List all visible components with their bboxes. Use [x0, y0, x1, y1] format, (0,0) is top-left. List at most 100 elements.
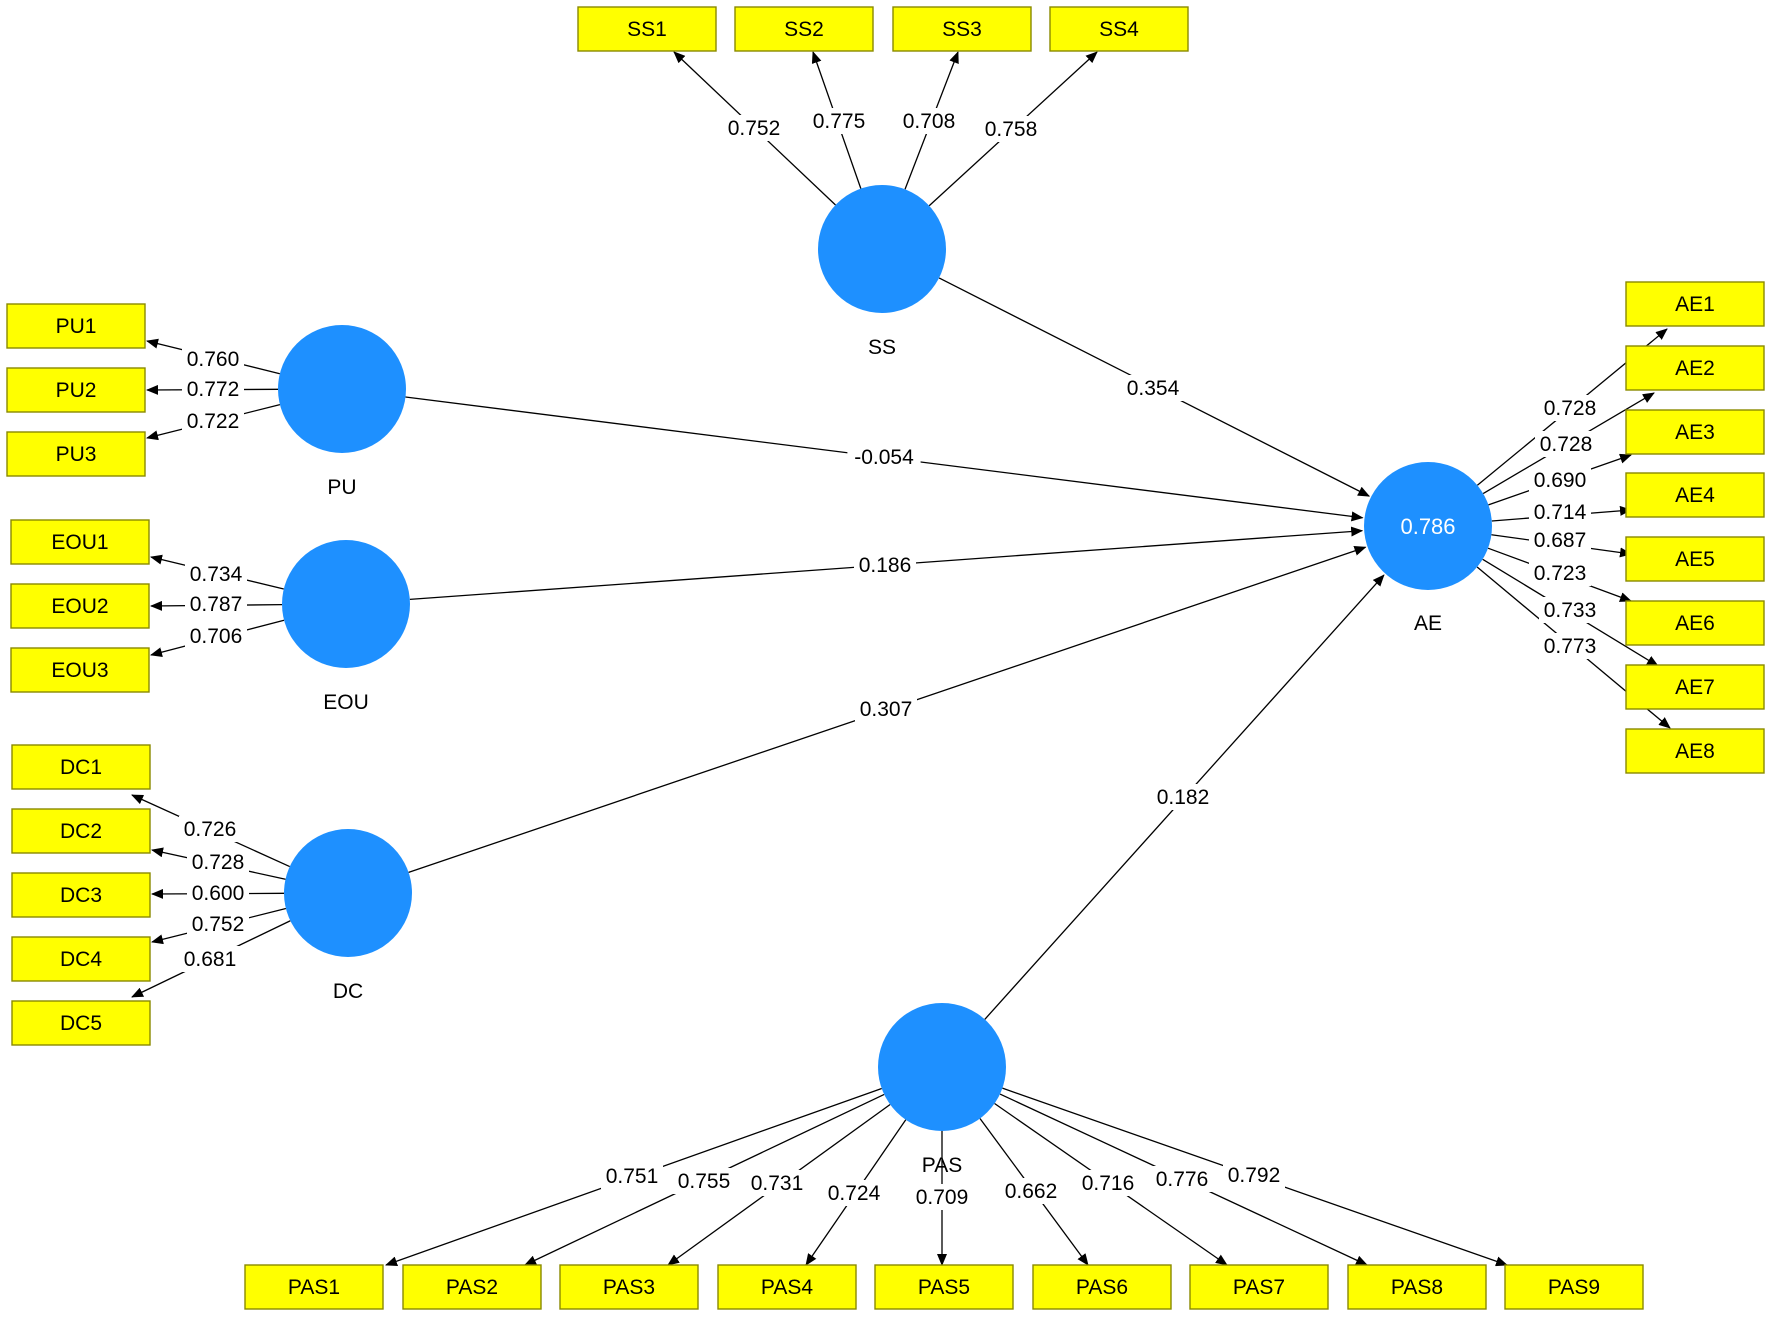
construct-label: DC: [333, 980, 363, 1003]
indicator-dc3[interactable]: DC3: [11, 872, 151, 918]
loading-label-ae4-text: 0.714: [1534, 501, 1587, 524]
indicator-pas4[interactable]: PAS4: [717, 1264, 857, 1310]
indicator-eou3[interactable]: EOU3: [10, 647, 150, 693]
loading-label-ae1-text: 0.728: [1544, 397, 1597, 420]
loading-label-ae1-bg: [1539, 395, 1601, 421]
loading-label-ae5: 0.687: [1529, 527, 1591, 553]
loading-label-ss3: 0.708: [898, 108, 960, 134]
indicator-label: AE4: [1675, 484, 1715, 507]
construct-dc[interactable]: DC: [284, 829, 412, 1003]
loading-label-dc4-text: 0.752: [192, 913, 245, 936]
indicator-pu1[interactable]: PU1: [6, 303, 146, 349]
indicator-pu3[interactable]: PU3: [6, 431, 146, 477]
indicator-ae6[interactable]: AE6: [1625, 600, 1765, 646]
loading-label-dc5: 0.681: [179, 946, 241, 972]
loading-label-dc5-bg: [179, 946, 241, 972]
indicator-label: PAS2: [446, 1276, 498, 1299]
loading-label-pas6: 0.662: [1000, 1178, 1062, 1204]
indicator-ae1[interactable]: AE1: [1625, 281, 1765, 327]
indicator-label: AE3: [1675, 421, 1715, 444]
path-label-pas-ae-text: 0.182: [1157, 786, 1210, 809]
indicator-box: [402, 1264, 542, 1310]
indicator-label: AE6: [1675, 612, 1715, 635]
loading-label-dc2-text: 0.728: [192, 851, 245, 874]
indicator-ae7[interactable]: AE7: [1625, 664, 1765, 710]
indicator-ss2[interactable]: SS2: [734, 6, 874, 52]
indicator-ae4[interactable]: AE4: [1625, 472, 1765, 518]
indicator-label: PAS4: [761, 1276, 813, 1299]
loading-label-ae7-bg: [1539, 597, 1601, 623]
loading-label-ss3-bg: [898, 108, 960, 134]
loading-label-eou2: 0.787: [185, 591, 247, 617]
loading-label-dc1-text: 0.726: [184, 818, 237, 841]
construct-circle: [818, 185, 946, 313]
indicator-dc5[interactable]: DC5: [11, 1000, 151, 1046]
indicator-box: [11, 872, 151, 918]
indicator-dc2[interactable]: DC2: [11, 808, 151, 854]
construct-label: EOU: [323, 691, 369, 714]
path-label-pas-ae-bg: [1152, 784, 1214, 810]
construct-pu[interactable]: PU: [278, 325, 406, 499]
loading-label-ae2: 0.728: [1535, 431, 1597, 457]
indicator-ss1[interactable]: SS1: [577, 6, 717, 52]
loading-label-pas7-bg: [1077, 1170, 1139, 1196]
indicator-box: [577, 6, 717, 52]
indicator-pas3[interactable]: PAS3: [559, 1264, 699, 1310]
loading-label-dc2-bg: [187, 849, 249, 875]
indicator-pu2[interactable]: PU2: [6, 367, 146, 413]
loading-label-eou3: 0.706: [185, 623, 247, 649]
indicator-pas9[interactable]: PAS9: [1504, 1264, 1644, 1310]
indicator-pas1[interactable]: PAS1: [244, 1264, 384, 1310]
indicator-pas5[interactable]: PAS5: [874, 1264, 1014, 1310]
loading-label-pas9-bg: [1223, 1162, 1285, 1188]
indicator-box: [1625, 664, 1765, 710]
indicator-ss3[interactable]: SS3: [892, 6, 1032, 52]
path-label-eou-ae-text: 0.186: [859, 554, 912, 577]
loading-label-eou2-bg: [185, 591, 247, 617]
loading-label-pas8: 0.776: [1151, 1166, 1213, 1192]
indicator-label: PAS5: [918, 1276, 970, 1299]
indicator-box: [717, 1264, 857, 1310]
loading-label-ss2-text: 0.775: [813, 110, 866, 133]
loading-label-dc3-bg: [187, 880, 249, 906]
construct-label: SS: [868, 336, 896, 359]
path-label-eou-ae-bg: [854, 552, 916, 578]
indicator-label: PAS3: [603, 1276, 655, 1299]
loading-label-dc1-bg: [179, 816, 241, 842]
loading-label-ae6-text: 0.723: [1534, 562, 1587, 585]
loading-label-ss1: 0.752: [723, 115, 785, 141]
indicator-ae2[interactable]: AE2: [1625, 345, 1765, 391]
loading-label-pas2-bg: [673, 1168, 735, 1194]
loading-label-pu1-bg: [182, 346, 244, 372]
construct-ss[interactable]: SS: [818, 185, 946, 359]
indicator-ae3[interactable]: AE3: [1625, 409, 1765, 455]
indicator-eou2[interactable]: EOU2: [10, 583, 150, 629]
indicator-pas6[interactable]: PAS6: [1032, 1264, 1172, 1310]
indicator-ss4[interactable]: SS4: [1049, 6, 1189, 52]
indicator-label: SS2: [784, 18, 824, 41]
loading-label-dc3-text: 0.600: [192, 882, 245, 905]
construct-eou[interactable]: EOU: [282, 540, 410, 714]
indicator-label: PU2: [56, 379, 97, 402]
construct-pas[interactable]: PAS: [878, 1003, 1006, 1177]
construct-circle: [1364, 462, 1492, 590]
indicator-ae5[interactable]: AE5: [1625, 536, 1765, 582]
loading-label-pu3-text: 0.722: [187, 410, 240, 433]
indicator-dc1[interactable]: DC1: [11, 744, 151, 790]
path-label-dc-ae-text: 0.307: [860, 698, 913, 721]
indicator-pas8[interactable]: PAS8: [1347, 1264, 1487, 1310]
loading-label-ae4: 0.714: [1529, 499, 1591, 525]
indicator-pas2[interactable]: PAS2: [402, 1264, 542, 1310]
indicator-ae8[interactable]: AE8: [1625, 728, 1765, 774]
indicator-label: EOU1: [51, 531, 108, 554]
loading-label-pas3: 0.731: [746, 1170, 808, 1196]
indicator-pas7[interactable]: PAS7: [1189, 1264, 1329, 1310]
indicator-label: DC1: [60, 756, 102, 779]
indicator-label: AE7: [1675, 676, 1715, 699]
indicator-eou1[interactable]: EOU1: [10, 519, 150, 565]
indicator-box: [6, 367, 146, 413]
indicator-dc4[interactable]: DC4: [11, 936, 151, 982]
indicator-label: AE5: [1675, 548, 1715, 571]
